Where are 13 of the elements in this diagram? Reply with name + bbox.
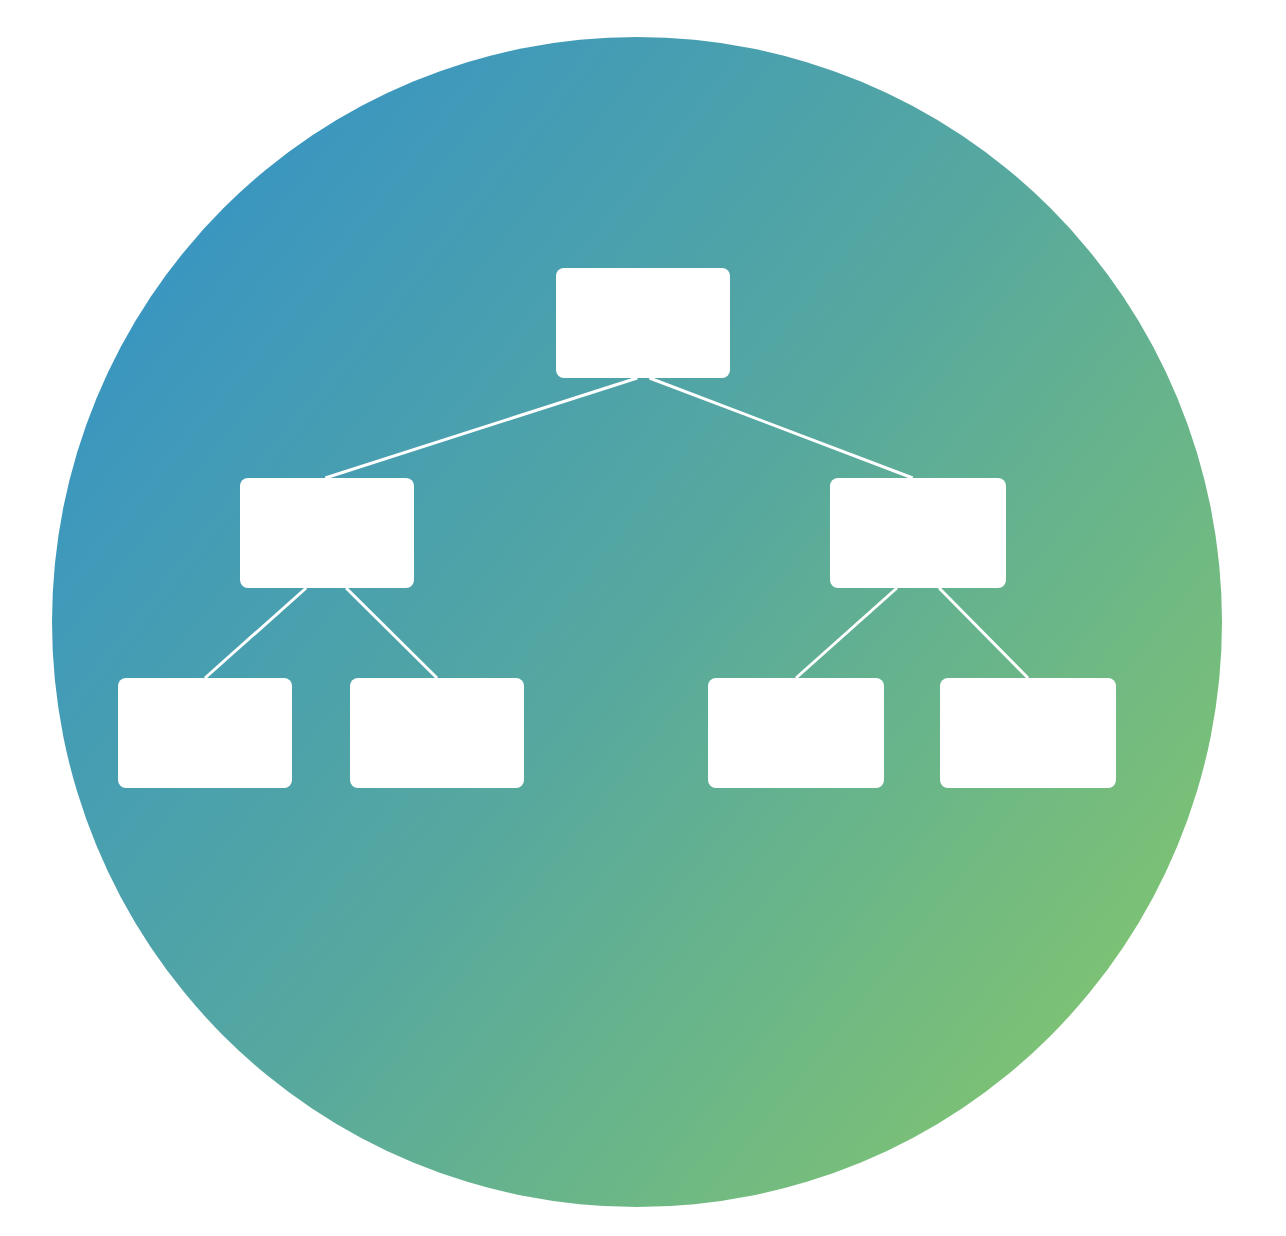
connector-line — [204, 586, 308, 680]
connector-line — [345, 586, 439, 680]
connector-line — [795, 586, 898, 680]
connector-line — [324, 376, 638, 480]
empty-tree-node — [350, 678, 524, 788]
empty-tree-node — [555, 268, 730, 378]
connector-line — [648, 376, 914, 480]
empty-tree-node — [940, 678, 1116, 788]
empty-tree-node — [240, 478, 414, 588]
connector-line — [938, 586, 1030, 680]
empty-tree-node — [830, 478, 1006, 588]
empty-tree-node — [118, 678, 292, 788]
empty-tree-node — [708, 678, 884, 788]
